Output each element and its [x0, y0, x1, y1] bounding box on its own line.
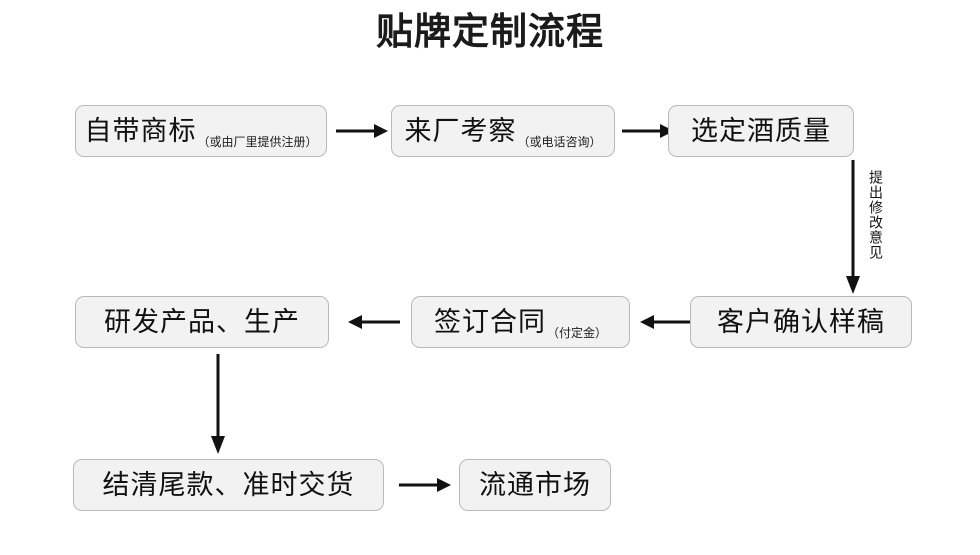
annotation-revision-note: 提出修改意见 — [867, 170, 883, 260]
node-market-label: 流通市场 — [479, 469, 591, 501]
arrow-trademark-to-visit — [336, 123, 388, 139]
node-own-trademark[interactable]: 自带商标 （或由厂里提供注册） — [75, 105, 327, 157]
node-market[interactable]: 流通市场 — [459, 459, 611, 511]
arrow-confirm-to-contract — [636, 314, 692, 330]
node-factory-visit-label: 来厂考察 — [404, 115, 517, 147]
arrow-settle-to-market — [399, 477, 451, 493]
node-sign-contract-note: （付定金） — [546, 326, 607, 340]
node-settle-deliver[interactable]: 结清尾款、准时交货 — [73, 459, 384, 511]
node-select-quality[interactable]: 选定酒质量 — [668, 105, 854, 157]
node-customer-confirm[interactable]: 客户确认样稿 — [690, 296, 912, 348]
node-sign-contract-label: 签订合同 — [433, 306, 546, 338]
node-select-quality-label: 选定酒质量 — [691, 115, 831, 147]
node-settle-deliver-label: 结清尾款、准时交货 — [102, 469, 355, 501]
arrow-develop-to-settle — [209, 354, 227, 454]
arrow-visit-to-quality — [622, 123, 674, 139]
node-own-trademark-label: 自带商标 — [84, 115, 197, 147]
node-factory-visit-note: （或电话咨询） — [517, 135, 602, 149]
node-own-trademark-note: （或由厂里提供注册） — [197, 135, 318, 149]
arrow-quality-to-confirm — [844, 160, 862, 294]
node-develop-produce[interactable]: 研发产品、生产 — [75, 296, 329, 348]
node-sign-contract[interactable]: 签订合同 （付定金） — [411, 296, 630, 348]
arrow-contract-to-develop — [344, 314, 400, 330]
node-customer-confirm-label: 客户确认样稿 — [717, 306, 885, 338]
node-factory-visit[interactable]: 来厂考察 （或电话咨询） — [391, 105, 615, 157]
page-title: 贴牌定制流程 — [376, 10, 604, 53]
node-develop-produce-label: 研发产品、生产 — [104, 306, 300, 338]
